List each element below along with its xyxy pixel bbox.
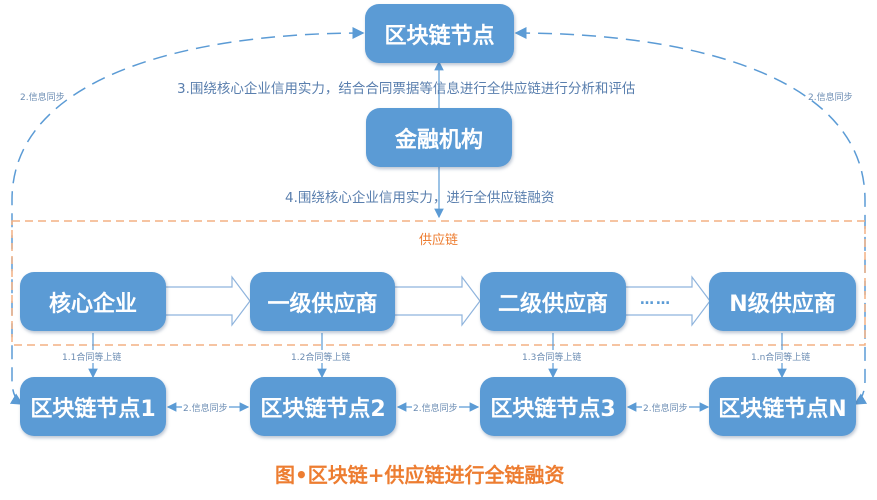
core-enterprise-node: 核心企业 <box>20 272 166 331</box>
tier2-supplier-node: 二级供应商 <box>480 272 626 331</box>
top-blockchain-node: 区块链节点 <box>365 4 514 63</box>
step4-label: 4.围绕核心企业信用实力，进行全供应链融资 <box>285 190 555 206</box>
blockchain-node-2-label: 区块链节点2 <box>260 396 386 422</box>
tiern-supplier-node: N级供应商 <box>709 272 856 331</box>
blockchain-node-1: 区块链节点1 <box>20 377 166 436</box>
supply-chain-border <box>11 220 866 346</box>
tier2-supplier-label: 二级供应商 <box>497 291 608 317</box>
blockchain-node-1-label: 区块链节点1 <box>30 396 156 422</box>
sync-label-2-3: 2.信息同步 <box>412 401 459 414</box>
sync-label-left: 2.信息同步 <box>20 93 65 103</box>
blockchain-node-3: 区块链节点3 <box>480 377 626 436</box>
tiern-supplier-label: N级供应商 <box>729 291 836 317</box>
step3-label: 3.围绕核心企业信用实力，结合合同票据等信息进行全供应链进行分析和评估 <box>177 81 636 97</box>
finance-institution-label: 金融机构 <box>394 127 483 153</box>
blockchain-node-3-label: 区块链节点3 <box>490 396 616 422</box>
sync-label-right: 2.信息同步 <box>808 93 853 103</box>
blockchain-node-n: 区块链节点N <box>709 377 856 436</box>
finance-institution-node: 金融机构 <box>366 108 512 167</box>
flow-arrow-1 <box>166 275 251 327</box>
sync-label-1-2: 2.信息同步 <box>182 401 229 414</box>
flow-arrow-2 <box>394 275 481 327</box>
uplink-label-n: 1.n合同等上链 <box>751 350 811 363</box>
supply-chain-label: 供应链 <box>419 233 459 248</box>
tier1-supplier-node: 一级供应商 <box>250 272 395 331</box>
core-enterprise-label: 核心企业 <box>48 291 137 317</box>
sync-curve-left <box>9 27 365 405</box>
sync-curve-right <box>514 27 868 405</box>
top-blockchain-node-label: 区块链节点 <box>384 23 495 49</box>
uplink-label-2: 1.2合同等上链 <box>291 350 351 363</box>
figure-caption: 图•区块链+供应链进行全链融资 <box>275 463 565 487</box>
blockchain-node-2: 区块链节点2 <box>250 377 396 436</box>
ellipsis: …… <box>640 292 672 308</box>
tier1-supplier-label: 一级供应商 <box>267 291 378 317</box>
uplink-label-3: 1.3合同等上链 <box>522 350 582 363</box>
blockchain-node-n-label: 区块链节点N <box>718 396 847 422</box>
uplink-label-1: 1.1合同等上链 <box>62 350 122 363</box>
sync-label-3-n: 2.信息同步 <box>642 401 689 414</box>
